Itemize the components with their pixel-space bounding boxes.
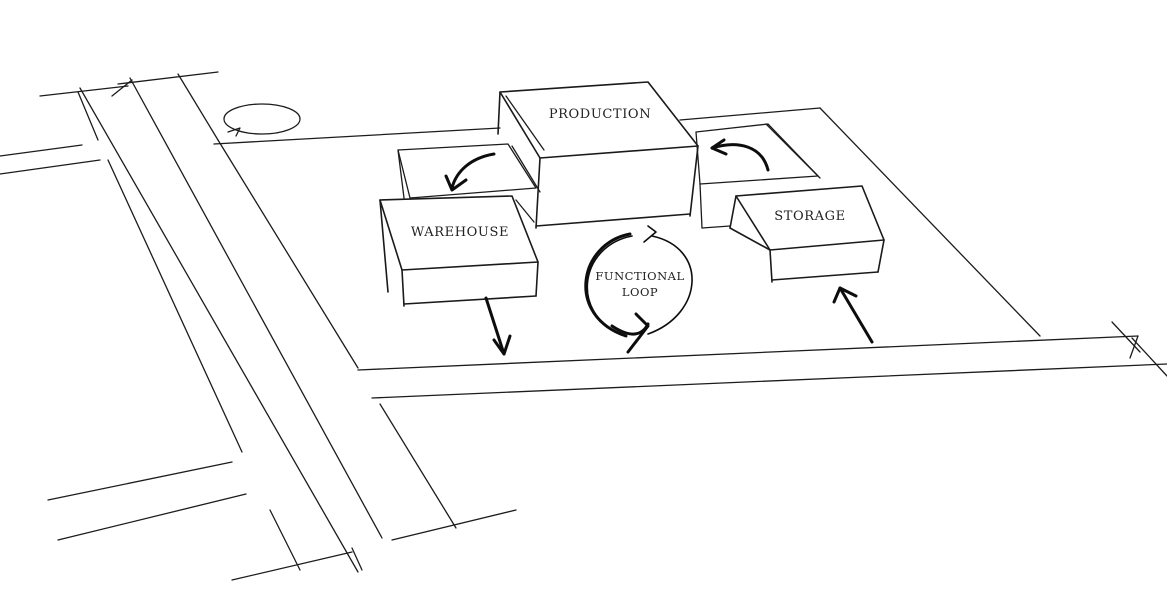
storage-building: STORAGE xyxy=(729,185,885,283)
loop-label-line2: LOOP xyxy=(622,285,658,299)
circular-arrow-icon xyxy=(223,103,301,137)
production-building: PRODUCTION xyxy=(497,81,699,229)
storage-label: STORAGE xyxy=(774,209,846,224)
curved-arrow-icon xyxy=(444,152,496,192)
main-road xyxy=(39,71,383,573)
rear-building-left xyxy=(397,143,541,199)
straight-arrow-icon xyxy=(484,296,512,356)
site-parcel xyxy=(213,107,1041,369)
rear-building-right xyxy=(695,123,819,229)
functional-loop: FUNCTIONAL LOOP xyxy=(584,225,693,354)
loop-label-line1: FUNCTIONAL xyxy=(595,269,684,283)
warehouse-building: WAREHOUSE xyxy=(379,195,539,307)
curved-arrow-icon xyxy=(710,138,770,172)
production-label: PRODUCTION xyxy=(549,107,651,122)
front-road xyxy=(357,321,1167,529)
straight-arrow-icon xyxy=(832,286,874,344)
left-cross-street xyxy=(0,144,517,581)
warehouse-label: WAREHOUSE xyxy=(411,225,509,240)
